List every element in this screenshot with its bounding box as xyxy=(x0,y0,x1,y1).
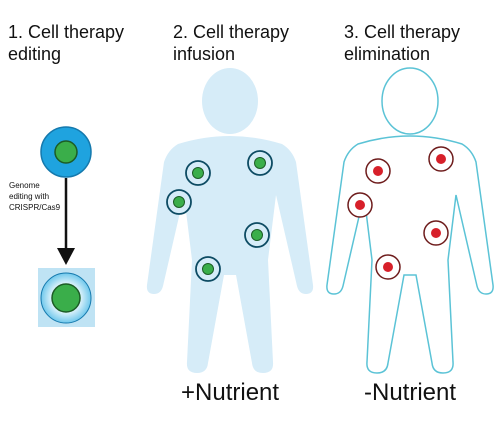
infused-cell xyxy=(166,189,192,215)
eliminated-cell xyxy=(428,146,454,172)
edited-cell-membrane xyxy=(40,272,92,324)
eliminated-cell xyxy=(365,158,391,184)
condition-plus-nutrient: +Nutrient xyxy=(181,379,280,406)
editing-arrow xyxy=(57,178,75,265)
condition-minus-nutrient: -Nutrient xyxy=(364,379,457,406)
original-cell xyxy=(40,126,92,178)
infusion-body-torso xyxy=(146,136,314,373)
cell-nucleus xyxy=(54,140,78,164)
edited-cell xyxy=(38,268,95,327)
eliminated-cell xyxy=(347,192,373,218)
eliminated-cell xyxy=(423,220,449,246)
arrow-head-icon xyxy=(57,248,75,265)
step3-title-line2: elimination xyxy=(344,44,431,64)
elimination-body xyxy=(326,67,494,374)
infusion-body-head xyxy=(202,68,258,134)
elimination-body-torso xyxy=(326,135,494,374)
infused-cell xyxy=(247,150,273,176)
eliminated-cells xyxy=(347,146,454,280)
step2-title-line2: infusion xyxy=(173,44,236,64)
infused-cell xyxy=(244,222,270,248)
annotation-line3: CRISPR/Cas9 xyxy=(9,203,61,212)
elimination-body-head xyxy=(381,67,439,135)
infused-cell xyxy=(185,160,211,186)
annotation-line2: editing with xyxy=(9,192,50,201)
step2-title-line1: 2. Cell therapy xyxy=(173,22,290,42)
step3-title-line1: 3. Cell therapy xyxy=(344,22,461,42)
infused-cell xyxy=(195,256,221,282)
infusion-body xyxy=(146,68,314,373)
annotation-line1: Genome xyxy=(9,181,40,190)
infused-cells xyxy=(166,150,273,282)
edited-cell-nucleus xyxy=(51,283,81,313)
step1-title-line1: 1. Cell therapy xyxy=(8,22,125,42)
eliminated-cell xyxy=(375,254,401,280)
step1-title-line2: editing xyxy=(8,44,62,64)
